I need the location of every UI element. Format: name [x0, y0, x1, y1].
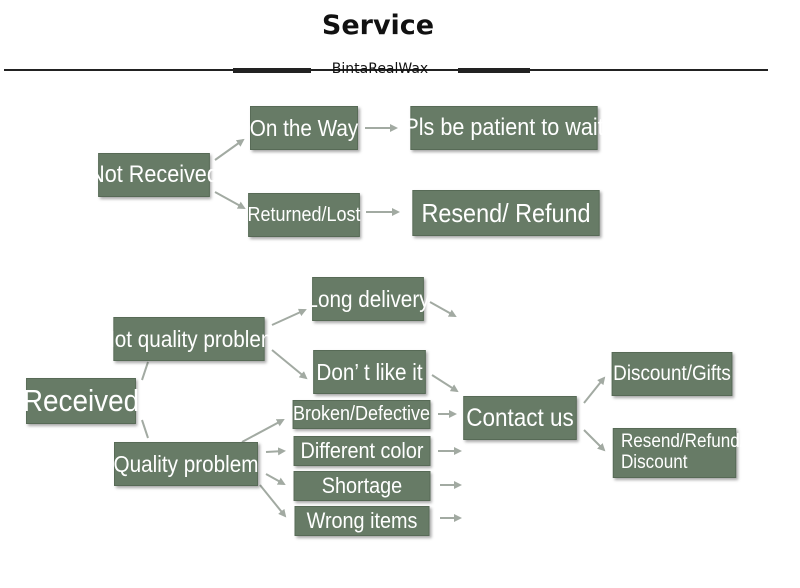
broken-defective-box: Broken/Defective [292, 400, 431, 429]
arrow-not-received-on-the-way [214, 138, 245, 161]
arrow-quality-shortage [265, 473, 286, 485]
divider-thick-right [458, 68, 530, 73]
resend-refund-discount-box: Resend/Refund/ Discount [612, 428, 745, 478]
be-patient-box: Pls be patient to wait [404, 106, 604, 150]
arrow-not-quality-long-delivery [271, 308, 307, 326]
resend-refund-box: Resend/ Refund [412, 190, 600, 236]
long-delivery-box: Long delivery [306, 277, 430, 321]
dont-like-it-box: Don’ t like it [313, 350, 426, 394]
quality-problem-box: Quality problem [114, 442, 258, 486]
arrow-not-quality-dont-like [271, 349, 308, 380]
arrow-quality-different [265, 447, 286, 456]
arrow-not-received-returned [214, 191, 246, 209]
page-title: Service [321, 10, 435, 41]
not-received-box: Not Received [89, 153, 219, 197]
divider-thick-left [233, 68, 311, 73]
arrow-long-delivery-out [429, 301, 457, 317]
arrow-dont-like-contact [431, 374, 459, 393]
line-received-quality [141, 419, 149, 439]
wrong-items-box: Wrong items [294, 506, 430, 536]
divider-thin [4, 69, 768, 71]
not-quality-problem-box: Not quality problem [100, 317, 278, 361]
discount-gifts-box: Discount/Gifts [611, 352, 733, 396]
line-received-not-quality [141, 361, 149, 381]
arrow-contact-discount [583, 376, 606, 404]
arrow-quality-wrong [259, 484, 287, 518]
arrow-contact-resend-discount [583, 429, 606, 452]
brand-label: BintaRealWax [331, 61, 429, 77]
returned-lost-box: Returned/Lost [247, 193, 361, 237]
received-box: Received [23, 378, 139, 424]
arrow-quality-broken [241, 419, 285, 443]
on-the-way-box: On the Way [250, 106, 358, 150]
different-color-box: Different color [293, 436, 431, 466]
contact-us-box: Contact us [463, 396, 577, 440]
shortage-box: Shortage [293, 471, 431, 501]
